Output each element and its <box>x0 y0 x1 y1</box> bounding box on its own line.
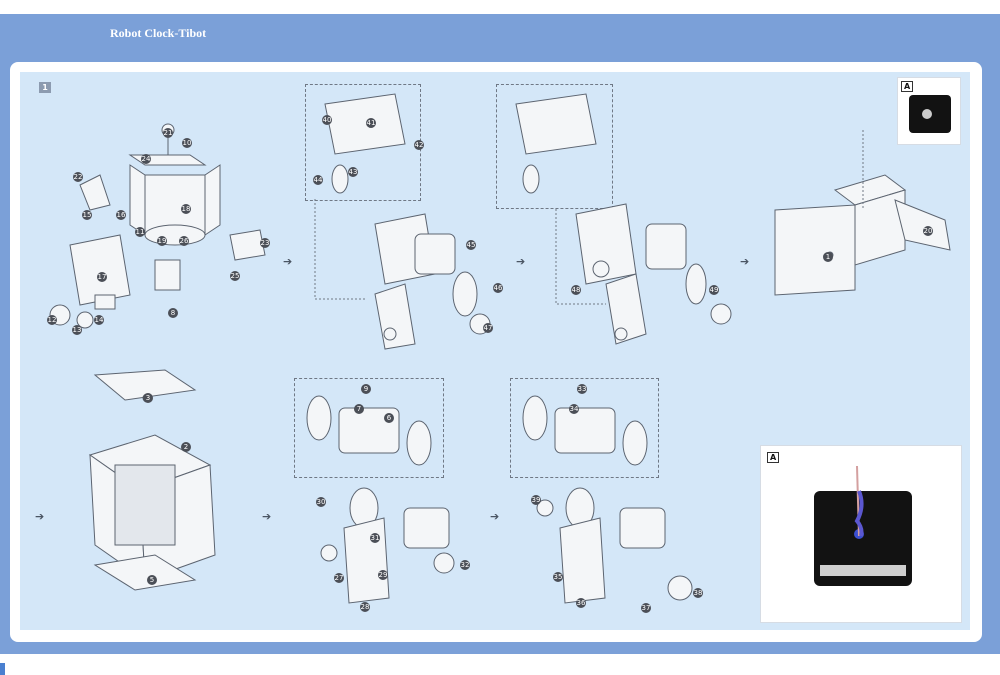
part-number-label: 47 <box>483 323 493 333</box>
detail-inset-2 <box>496 84 613 209</box>
part-number-label: 15 <box>82 210 92 220</box>
part-number-label: 14 <box>94 315 104 325</box>
part-number-label: 10 <box>182 138 192 148</box>
part-number-label: 39 <box>531 495 541 505</box>
page-edge-marker <box>0 663 5 675</box>
step-arrow-6: ➔ <box>490 510 500 523</box>
clock-movement-image <box>909 95 951 133</box>
part-number-label: 37 <box>641 603 651 613</box>
part-number-label: 36 <box>576 598 586 608</box>
part-number-label: 7 <box>354 404 364 414</box>
part-number-label: 18 <box>181 204 191 214</box>
step-arrow-2: ➔ <box>516 255 526 268</box>
step-arrow-1: ➔ <box>283 255 293 268</box>
photo-label-a-top: A <box>901 81 914 92</box>
header-banner <box>0 14 1000 58</box>
leg-assembly-diagram-2 <box>522 395 693 604</box>
box-base-diagram <box>88 369 216 591</box>
part-number-label: 9 <box>361 384 371 394</box>
part-number-label: 3 <box>143 393 153 403</box>
part-number-label: 34 <box>569 404 579 414</box>
part-number-label: 21 <box>163 128 173 138</box>
step-number-badge: 1 <box>39 82 51 93</box>
part-number-label: 5 <box>147 575 157 585</box>
part-number-label: 49 <box>709 285 719 295</box>
part-number-label: 13 <box>72 325 82 335</box>
detail-inset-4 <box>510 378 659 478</box>
part-number-label: 24 <box>141 154 151 164</box>
part-number-label: 25 <box>230 271 240 281</box>
part-number-label: 12 <box>47 315 57 325</box>
part-number-label: 28 <box>360 602 370 612</box>
part-number-label: 43 <box>348 167 358 177</box>
clock-movement-photo-small: A <box>897 77 961 145</box>
step-arrow-4: ➔ <box>35 510 45 523</box>
part-number-label: 30 <box>316 497 326 507</box>
part-number-label: 6 <box>384 413 394 423</box>
part-number-label: 23 <box>260 238 270 248</box>
part-number-label: 2 <box>181 442 191 452</box>
part-number-label: 48 <box>571 285 581 295</box>
part-number-label: 35 <box>553 572 563 582</box>
head-box-diagram <box>774 130 951 296</box>
clock-hands-icon <box>854 465 864 537</box>
part-number-label: 8 <box>168 308 178 318</box>
step-arrow-3: ➔ <box>740 255 750 268</box>
leg-assembly-diagram-1 <box>306 395 455 604</box>
part-number-label: 41 <box>366 118 376 128</box>
part-number-label: 1 <box>823 252 833 262</box>
part-number-label: 33 <box>577 384 587 394</box>
part-number-label: 38 <box>693 588 703 598</box>
part-number-label: 26 <box>179 236 189 246</box>
arm-assembly-diagram-2 <box>515 93 732 345</box>
part-number-label: 11 <box>135 227 145 237</box>
part-number-label: 46 <box>493 283 503 293</box>
part-number-label: 27 <box>334 573 344 583</box>
part-number-label: 19 <box>157 236 167 246</box>
part-number-label: 22 <box>73 172 83 182</box>
part-number-label: 31 <box>370 533 380 543</box>
detail-inset-3 <box>294 378 444 478</box>
part-number-label: 40 <box>322 115 332 125</box>
exploded-robot-diagram <box>49 123 266 329</box>
part-number-label: 16 <box>116 210 126 220</box>
part-number-label: 44 <box>313 175 323 185</box>
part-number-label: 42 <box>414 140 424 150</box>
step-arrow-5: ➔ <box>262 510 272 523</box>
clock-movement-photo-large: A <box>760 445 962 623</box>
arm-assembly-diagram-1 <box>314 93 491 350</box>
part-number-label: 17 <box>97 272 107 282</box>
part-number-label: 29 <box>378 570 388 580</box>
part-number-label: 20 <box>923 226 933 236</box>
part-number-label: 32 <box>460 560 470 570</box>
document-title: Robot Clock-Tibot <box>110 26 207 40</box>
photo-label-a-bottom: A <box>767 452 780 463</box>
part-number-label: 45 <box>466 240 476 250</box>
